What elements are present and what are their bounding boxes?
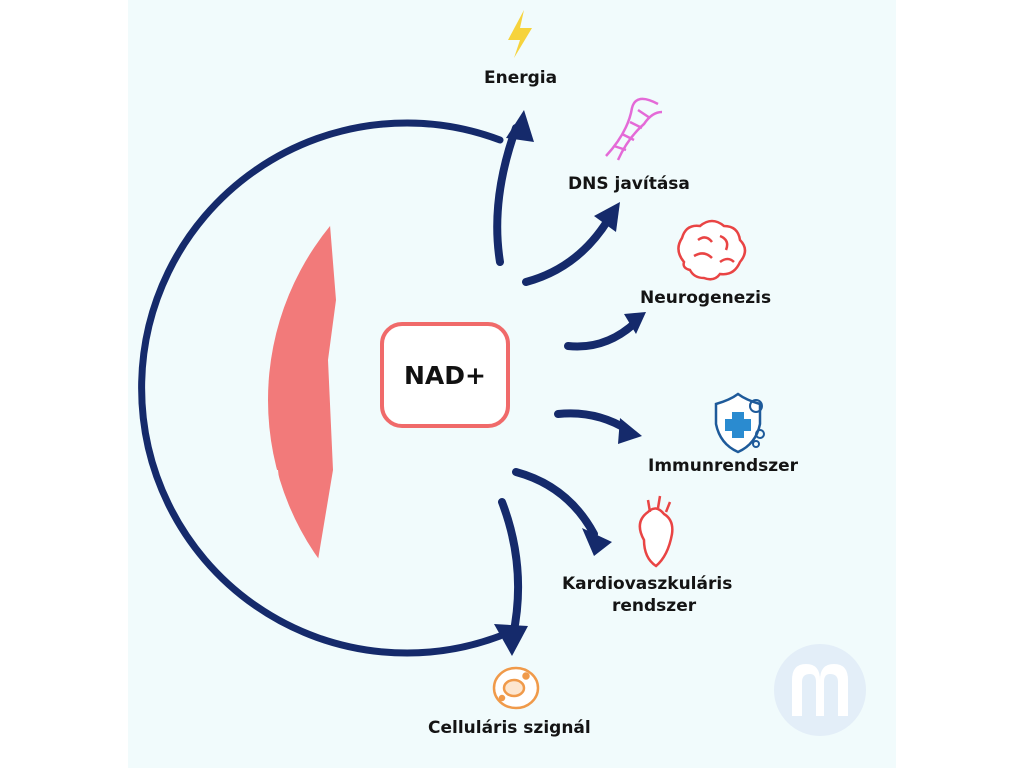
human-silhouette bbox=[268, 125, 336, 650]
arrowhead-dns bbox=[594, 202, 620, 232]
encircling-arc bbox=[138, 119, 504, 657]
arrowhead-cell bbox=[494, 624, 528, 656]
arrow-immun bbox=[554, 409, 632, 434]
dna-icon bbox=[605, 97, 663, 161]
label-cell: Celluláris szignál bbox=[428, 718, 591, 738]
arrowhead-neuro bbox=[624, 312, 646, 334]
nad-label: NAD+ bbox=[404, 360, 486, 390]
watermark-logo bbox=[774, 644, 866, 736]
diagram-canvas: NAD+ Energia DNS javítása Neurogenezis I… bbox=[128, 0, 896, 768]
arrow-kardio bbox=[512, 468, 598, 538]
arrowhead-kardio bbox=[582, 528, 612, 556]
arrowhead-energia bbox=[506, 110, 534, 142]
label-dns: DNS javítása bbox=[568, 174, 690, 194]
arrowhead-immun bbox=[618, 418, 642, 444]
nad-center-box: NAD+ bbox=[380, 322, 510, 428]
label-kardio-1: Kardiovaszkuláris bbox=[562, 574, 733, 594]
cell-icon bbox=[492, 666, 540, 710]
heart-icon bbox=[638, 495, 674, 568]
lightning-icon bbox=[508, 10, 532, 58]
label-immun: Immunrendszer bbox=[648, 456, 799, 476]
brain-icon bbox=[677, 219, 747, 281]
arrow-neuro bbox=[564, 318, 640, 351]
arrow-cell bbox=[498, 498, 523, 644]
label-kardio-2: rendszer bbox=[612, 596, 697, 616]
label-energia: Energia bbox=[484, 68, 558, 88]
diagram-artwork bbox=[138, 10, 866, 736]
arrow-energia bbox=[493, 124, 520, 266]
arrow-dns bbox=[522, 216, 612, 286]
label-neuro: Neurogenezis bbox=[640, 288, 772, 308]
shield-virus-icon bbox=[714, 392, 765, 454]
